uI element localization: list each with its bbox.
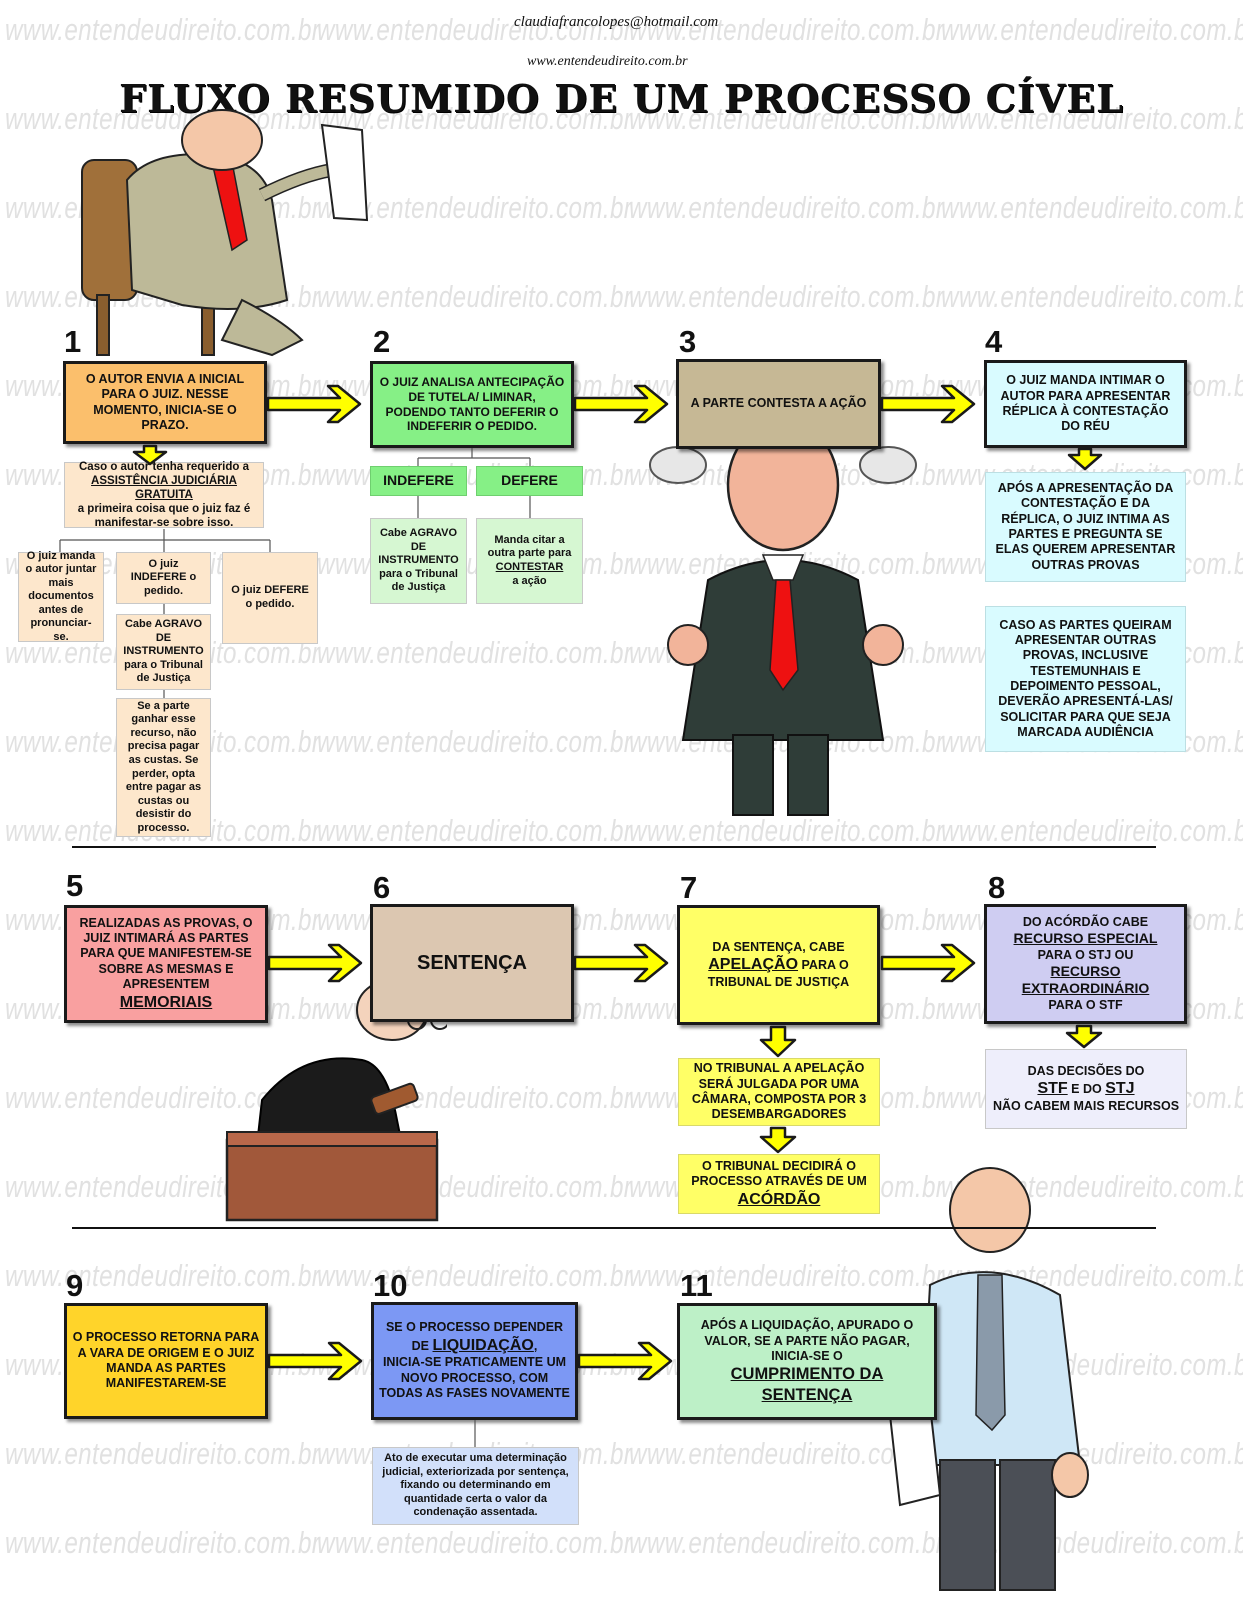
arrow-10-to-11 [577,1341,673,1381]
citar-c: a ação [512,574,547,587]
liquidacao-definition: Ato de executar uma determinação judicia… [372,1447,579,1525]
arrow-5-to-6 [267,943,363,983]
recurso-custas-box: Se a parte ganhar esse recurso, não prec… [116,698,211,837]
step-5-text: REALIZADAS AS PROVAS, O JUIZ INTIMARÁ AS… [79,915,253,992]
arrow-7-to-8 [880,943,976,983]
arrow-1-to-2 [266,384,362,424]
camara-box: NO TRIBUNAL A APELAÇÃO SERÁ JULGADA POR … [678,1058,880,1126]
agravo-box-1: Cabe AGRAVO DE INSTRUMENTO para o Tribun… [116,614,211,690]
lawyer-sitting-illustration [81,109,369,357]
step-1-number: 1 [64,324,82,359]
step-8-c: PARA O STJ OU [1037,947,1134,962]
step-8-number: 8 [988,870,1006,905]
step-7-post: PARA O TRIBUNAL DE JUSTIÇA [707,958,850,989]
step-3-number: 3 [679,324,697,359]
step-9-box: O PROCESSO RETORNA PARA A VARA DE ORIGEM… [64,1303,268,1419]
row-separator-1 [72,846,1156,848]
arrow-9-to-10 [267,1341,363,1381]
step-9-number: 9 [66,1268,84,1303]
angry-man-illustration [649,418,917,816]
recurso-especial-keyword: RECURSO ESPECIAL [1013,930,1158,947]
decisoes-e: E DO [1071,1082,1102,1097]
author-email: claudiafrancolopes@hotmail.com [514,14,719,30]
defere-label: DEFERE [476,466,583,496]
assistencia-note-b: ASSISTÊNCIA JUDICIÁRIA GRATUITA [91,474,237,501]
agravo-box-2: Cabe AGRAVO DE INSTRUMENTO para o Tribun… [370,518,467,604]
row-separator-2 [72,1227,1156,1229]
step-5-number: 5 [66,868,84,903]
apelacao-keyword: APELAÇÃO [708,956,799,974]
site-url: www.entendeudireito.com.br [527,54,688,69]
decisoes-box: DAS DECISÕES DO STF E DO STJ NÃO CABEM M… [985,1049,1187,1129]
step-2-number: 2 [373,324,391,359]
step-8-box: DO ACÓRDÃO CABE RECURSO ESPECIAL PARA O … [984,904,1187,1024]
step-5-box: REALIZADAS AS PROVAS, O JUIZ INTIMARÁ AS… [64,905,268,1023]
arrow-3-to-4 [880,384,976,424]
assistencia-note-a: Caso o autor tenha requerido a [79,460,249,473]
stj-keyword: STJ [1105,1080,1135,1098]
arrow-down-7a [759,1025,797,1058]
step-8-a: DO ACÓRDÃO CABE [1022,915,1149,930]
acordao-pre: O TRIBUNAL DECIDIRÁ O PROCESSO ATRAVÉS D… [691,1158,867,1189]
outras-provas-box: APÓS A APRESENTAÇÃO DA CONTESTAÇÃO E DA … [985,472,1186,582]
step-10-a: SE O PROCESSO DEPENDER DE [385,1320,564,1353]
assistencia-note-c: a primeira coisa que o juiz faz é manife… [77,503,251,530]
step-10-b: INICIA-SE PRATICAMENTE UM NOVO PROCESSO,… [379,1355,570,1401]
decisoes-b: NÃO CABEM MAIS RECURSOS [992,1098,1180,1113]
recurso-extraordinario-keyword: RECURSO EXTRAORDINÁRIO [1021,963,1150,997]
acordao-box: O TRIBUNAL DECIDIRÁ O PROCESSO ATRAVÉS D… [678,1154,880,1214]
step-10-number: 10 [373,1268,408,1303]
step-7-pre: DA SENTENÇA, CABE [712,939,845,954]
page-title: FLUXO RESUMIDO DE UM PROCESSO CÍVEL [119,76,1124,121]
option-defere: O juiz DEFERE o pedido. [222,552,318,644]
arrow-down-7b [759,1126,797,1154]
step-7-box: DA SENTENÇA, CABE APELAÇÃO PARA O TRIBUN… [677,905,880,1025]
step-4-box: O JUIZ MANDA INTIMAR O AUTOR PARA APRESE… [984,360,1187,448]
step-2-box: O JUIZ ANALISA ANTECIPAÇÃO DE TUTELA/ LI… [370,361,574,448]
memoriais-keyword: MEMORIAIS [119,993,213,1011]
step-11-box: APÓS A LIQUIDAÇÃO, APURADO O VALOR, SE A… [677,1303,937,1420]
arrow-2-to-3 [573,384,669,424]
audiencia-box: CASO AS PARTES QUEIRAM APRESENTAR OUTRAS… [985,606,1186,752]
step-4-number: 4 [985,324,1003,359]
arrow-6-to-7 [573,943,669,983]
option-indefere: O juiz INDEFERE o pedido. [116,552,211,604]
citar-a: Manda citar a outra parte para [487,533,572,560]
cumprimento-keyword: CUMPRIMENTO DA SENTENÇA [730,1365,884,1404]
liquidacao-keyword: LIQUIDAÇÃO [432,1336,534,1354]
option-juntar-docs: O juiz manda o autor juntar mais documen… [18,550,104,643]
arrow-down-8 [1065,1024,1103,1049]
step-6-box: SENTENÇA [370,904,574,1022]
decisoes-a: DAS DECISÕES DO [1027,1063,1145,1078]
citar-box: Manda citar a outra parte para CONTESTAR… [476,518,583,604]
step-1-box: O AUTOR ENVIA A INICIAL PARA O JUIZ. NES… [63,361,267,444]
step-10-box: SE O PROCESSO DEPENDER DE LIQUIDAÇÃO, IN… [371,1302,578,1420]
indefere-label: INDEFERE [370,466,467,496]
step-8-e: PARA O STF [1048,997,1123,1012]
citar-b: CONTESTAR [495,561,564,573]
arrow-down-1 [132,444,168,466]
connector-step2-results [417,496,531,518]
arrow-down-4 [1067,447,1103,471]
step-6-number: 6 [373,870,391,905]
step-11-a: APÓS A LIQUIDAÇÃO, APURADO O VALOR, SE A… [700,1318,914,1363]
stf-keyword: STF [1037,1080,1068,1098]
assistencia-note: Caso o autor tenha requerido a ASSISTÊNC… [64,460,264,530]
acordao-keyword: ACÓRDÃO [737,1190,821,1208]
connector-options [59,529,271,552]
connector-step2-split [417,448,531,466]
judge-gavel-illustration [225,979,447,1222]
step-3-box: A PARTE CONTESTA A AÇÃO [676,359,881,449]
man-holding-paper-illustration [888,1167,1089,1591]
step-7-number: 7 [680,870,698,905]
step-11-number: 11 [680,1268,713,1303]
